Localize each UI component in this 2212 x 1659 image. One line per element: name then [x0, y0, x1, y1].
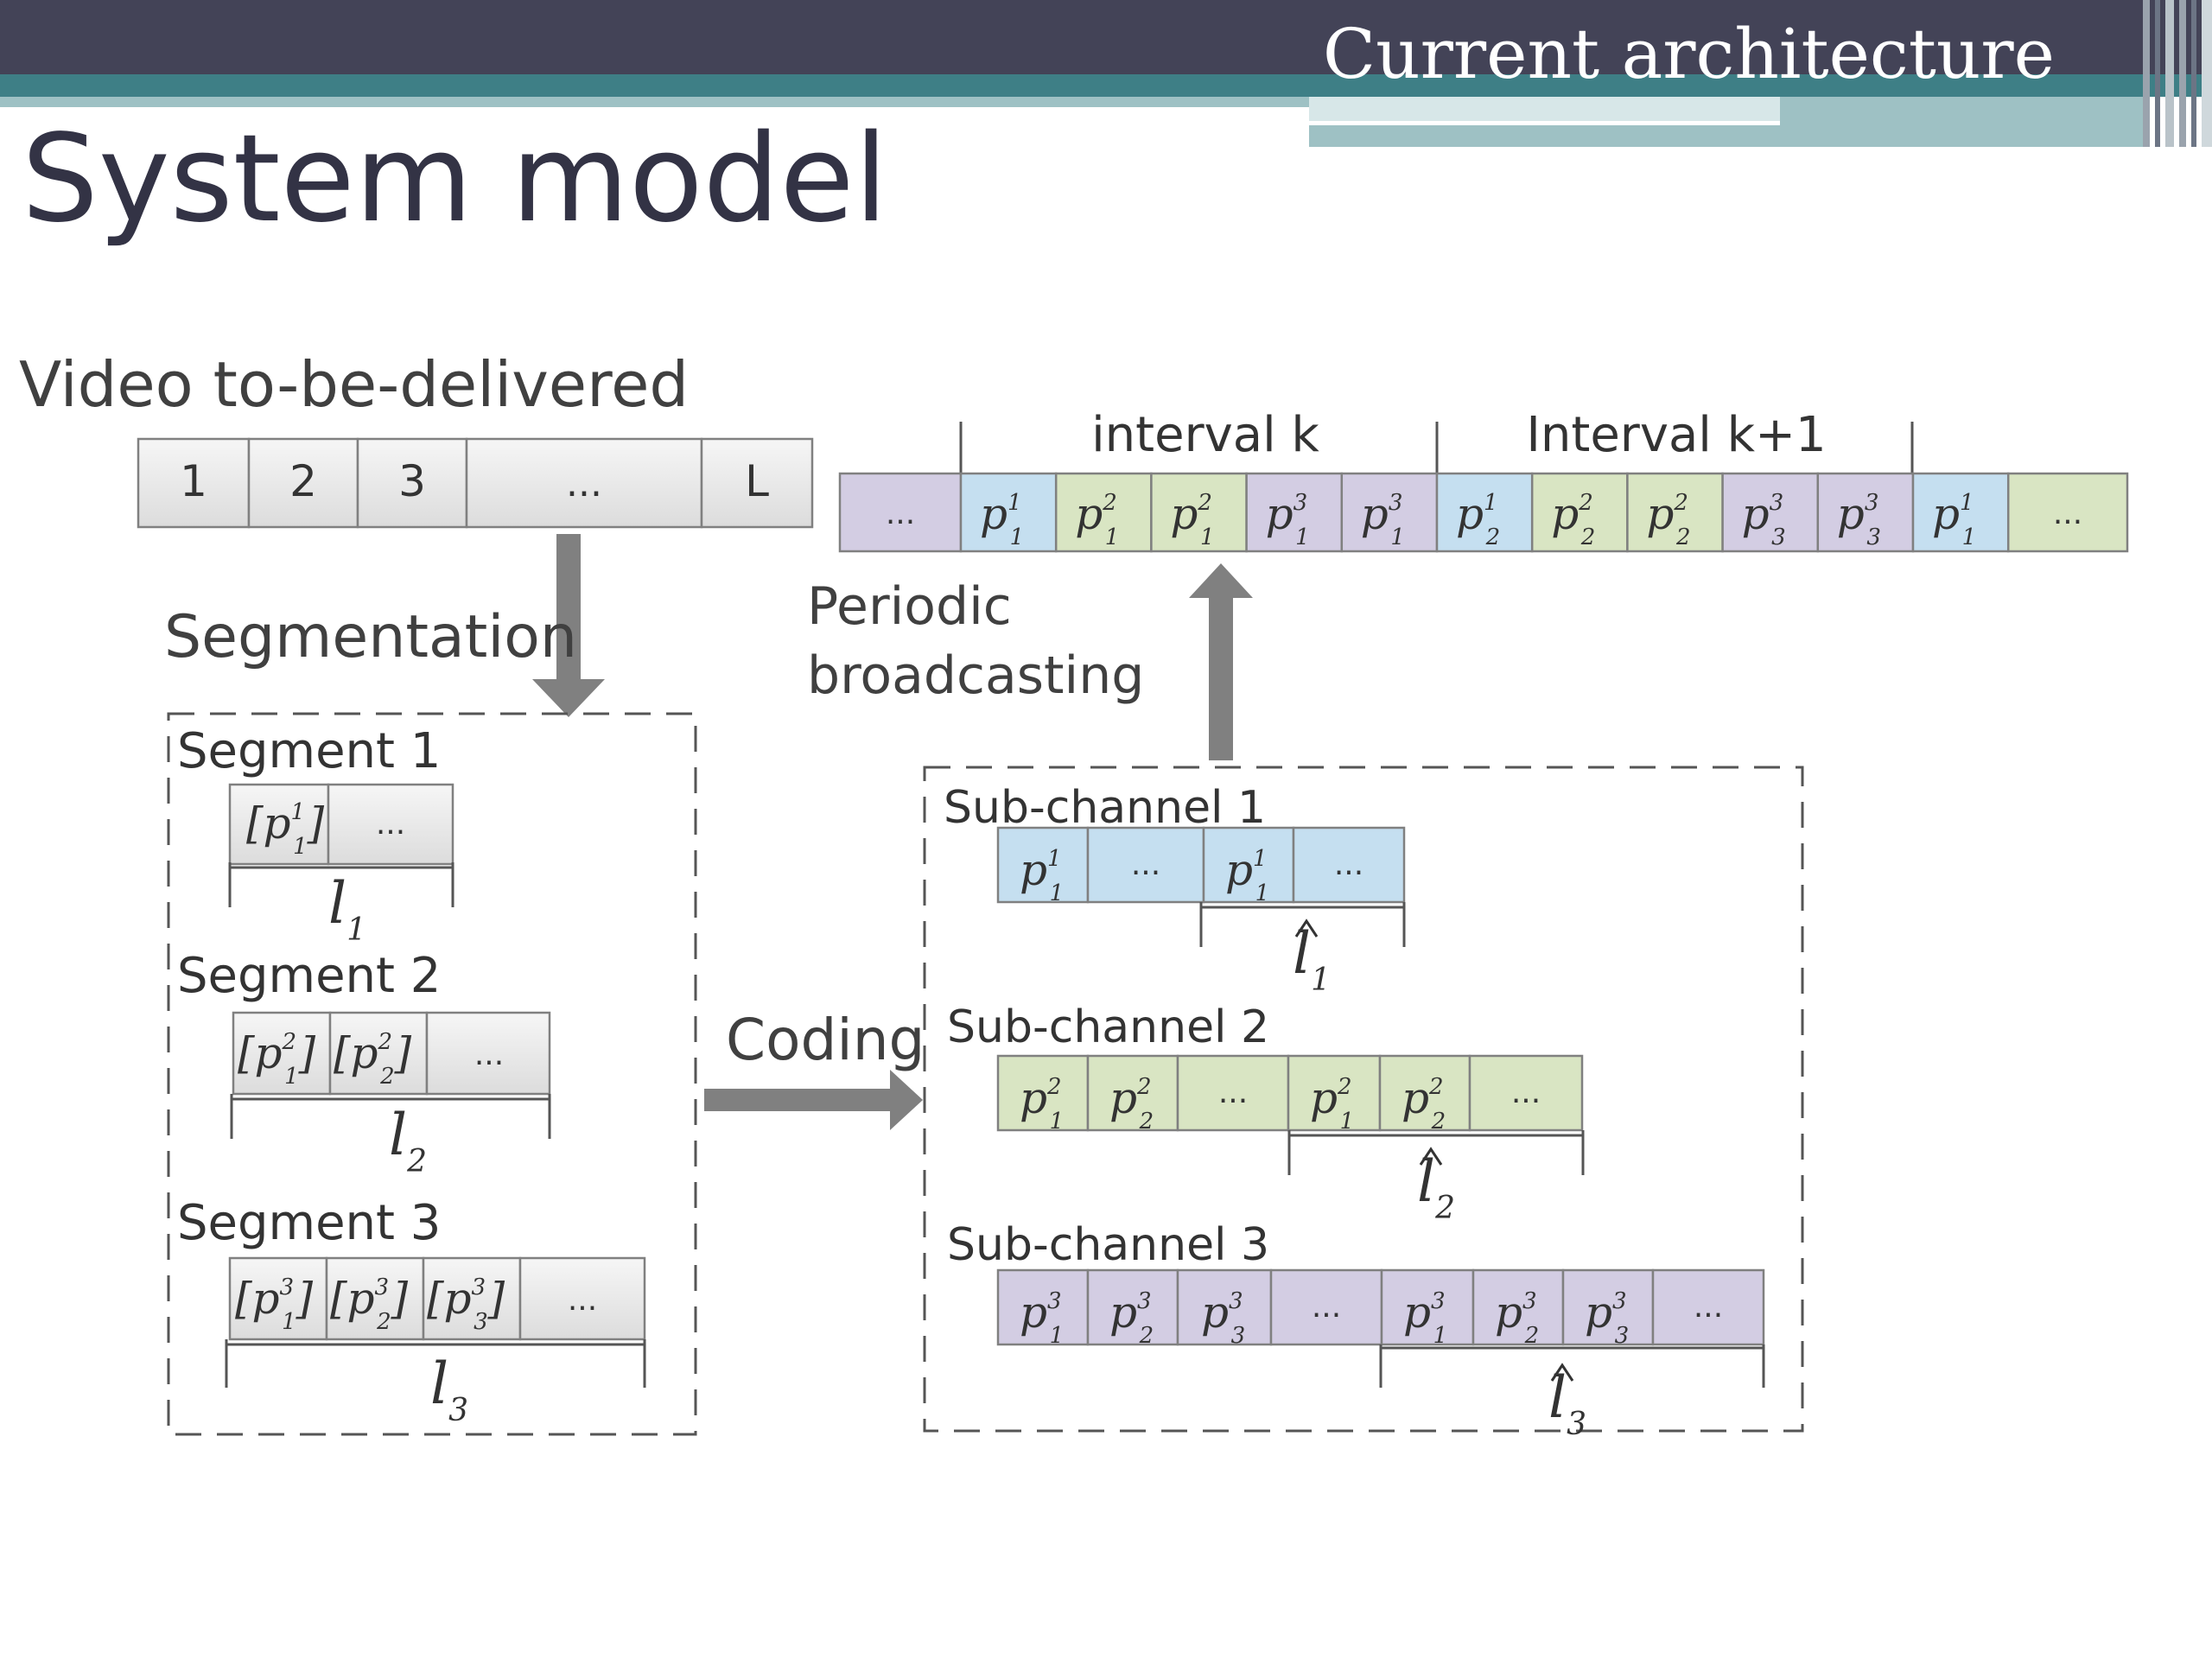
interval-k-label: interval k: [1091, 407, 1319, 463]
broadcast-packet-cell: [1435, 472, 1534, 553]
broadcast-ellipsis-end: ...: [2053, 496, 2082, 531]
svg-text:...: ...: [1511, 1075, 1541, 1110]
video-cell-ellipsis: ...: [566, 461, 602, 505]
broadcast-packet-cell: [1245, 472, 1344, 553]
periodic-label-line1: Periodic: [807, 576, 1012, 637]
broadcast-packet-cell: [1721, 472, 1820, 553]
periodic-label-line2: broadcasting: [807, 645, 1144, 706]
video-cell-2: 2: [289, 456, 317, 506]
broadcast-packet-cell: [1816, 472, 1915, 553]
segment-1-label: Segment 1: [177, 723, 441, 779]
svg-text:...: ...: [1131, 847, 1160, 882]
segmentation-arrow: [532, 534, 605, 717]
coding-arrow: [704, 1070, 923, 1130]
interval-k1-label: Interval k+1: [1526, 407, 1826, 463]
svg-text:...: ...: [568, 1282, 597, 1318]
coding-label: Coding: [726, 1007, 925, 1073]
svg-text:...: ...: [376, 806, 405, 842]
segment-3-length: l3: [430, 1351, 468, 1428]
svg-text:...: ...: [1218, 1075, 1248, 1110]
broadcast-packet-cell: [1911, 472, 2010, 553]
subchannel-group-box: [923, 766, 1804, 1433]
segmentation-label: Segmentation: [164, 603, 577, 671]
svg-text:...: ...: [1334, 847, 1363, 882]
broadcast-packet-cell: [1530, 472, 1629, 553]
subchannel-2-label: Sub-channel 2: [947, 1001, 1269, 1053]
segment-2-length: l2: [389, 1102, 427, 1179]
broadcast-packet-cell: [1150, 472, 1248, 553]
interval-brackets: [959, 422, 1914, 474]
section-title: Current architecture: [1323, 14, 2055, 94]
header-bar: [0, 0, 2212, 147]
video-cell-L: L: [745, 456, 769, 506]
video-label: Video to-be-delivered: [19, 348, 689, 421]
broadcast-ellipsis-start: ...: [886, 496, 915, 531]
subchannel-1-label: Sub-channel 1: [944, 782, 1266, 834]
video-strip: 1 2 3 ... L: [137, 437, 814, 529]
broadcasting-arrow: [1189, 563, 1253, 760]
segment-group-box: [167, 712, 697, 1436]
slide-title: System model: [22, 109, 888, 250]
segment-3-label: Segment 3: [177, 1195, 441, 1251]
svg-text:...: ...: [1694, 1289, 1723, 1325]
segment-2-label: Segment 2: [177, 948, 441, 1004]
segment-1-length: l1: [328, 870, 366, 948]
svg-text:...: ...: [1312, 1289, 1341, 1325]
video-cell-1: 1: [180, 456, 207, 506]
subchannel-3-label: Sub-channel 3: [947, 1219, 1269, 1271]
svg-text:...: ...: [474, 1037, 504, 1072]
video-cell-3: 3: [398, 456, 426, 506]
